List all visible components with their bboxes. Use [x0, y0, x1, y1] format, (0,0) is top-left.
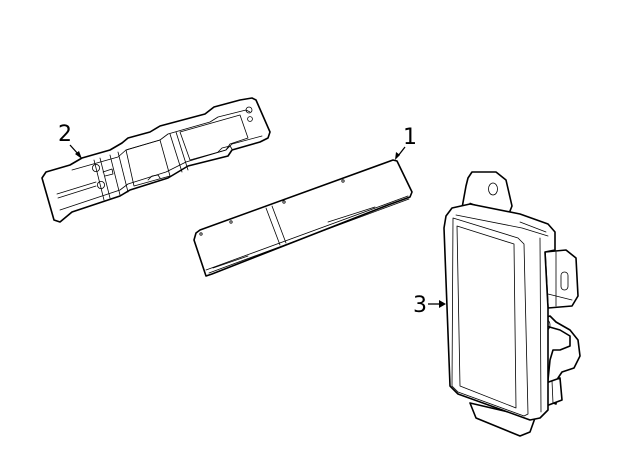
callout-label-1: 1: [403, 125, 417, 150]
callout-1: 1: [395, 125, 417, 160]
callout-2: 2: [58, 122, 82, 159]
part-1-module: [193, 159, 413, 277]
part-2-bracket: [41, 97, 271, 223]
callout-3: 3: [413, 293, 446, 318]
part-3-control-module: [443, 171, 581, 437]
callout-label-3: 3: [413, 293, 427, 318]
callout-label-2: 2: [58, 122, 72, 147]
